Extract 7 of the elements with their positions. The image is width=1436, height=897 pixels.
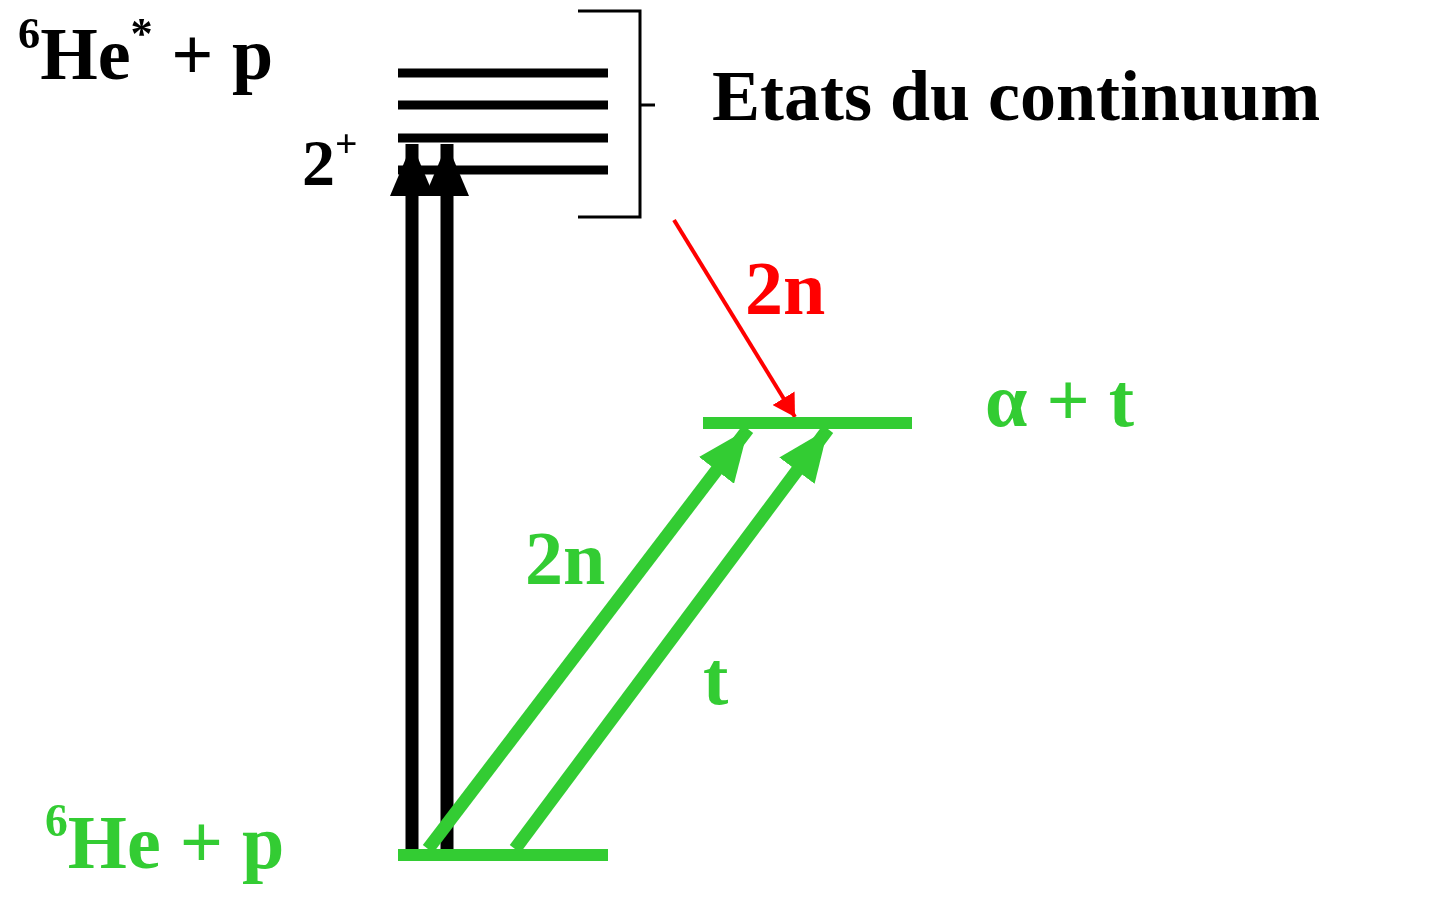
level-label: α + t <box>985 362 1135 438</box>
edge-label: 2n <box>745 250 826 326</box>
edge-label: 2n <box>525 520 606 596</box>
edge-label: t <box>703 640 729 716</box>
region-label: Etats du continuum <box>712 60 1321 132</box>
level-label: 2$^{+}$ <box>302 130 358 196</box>
arrow <box>672 218 797 419</box>
